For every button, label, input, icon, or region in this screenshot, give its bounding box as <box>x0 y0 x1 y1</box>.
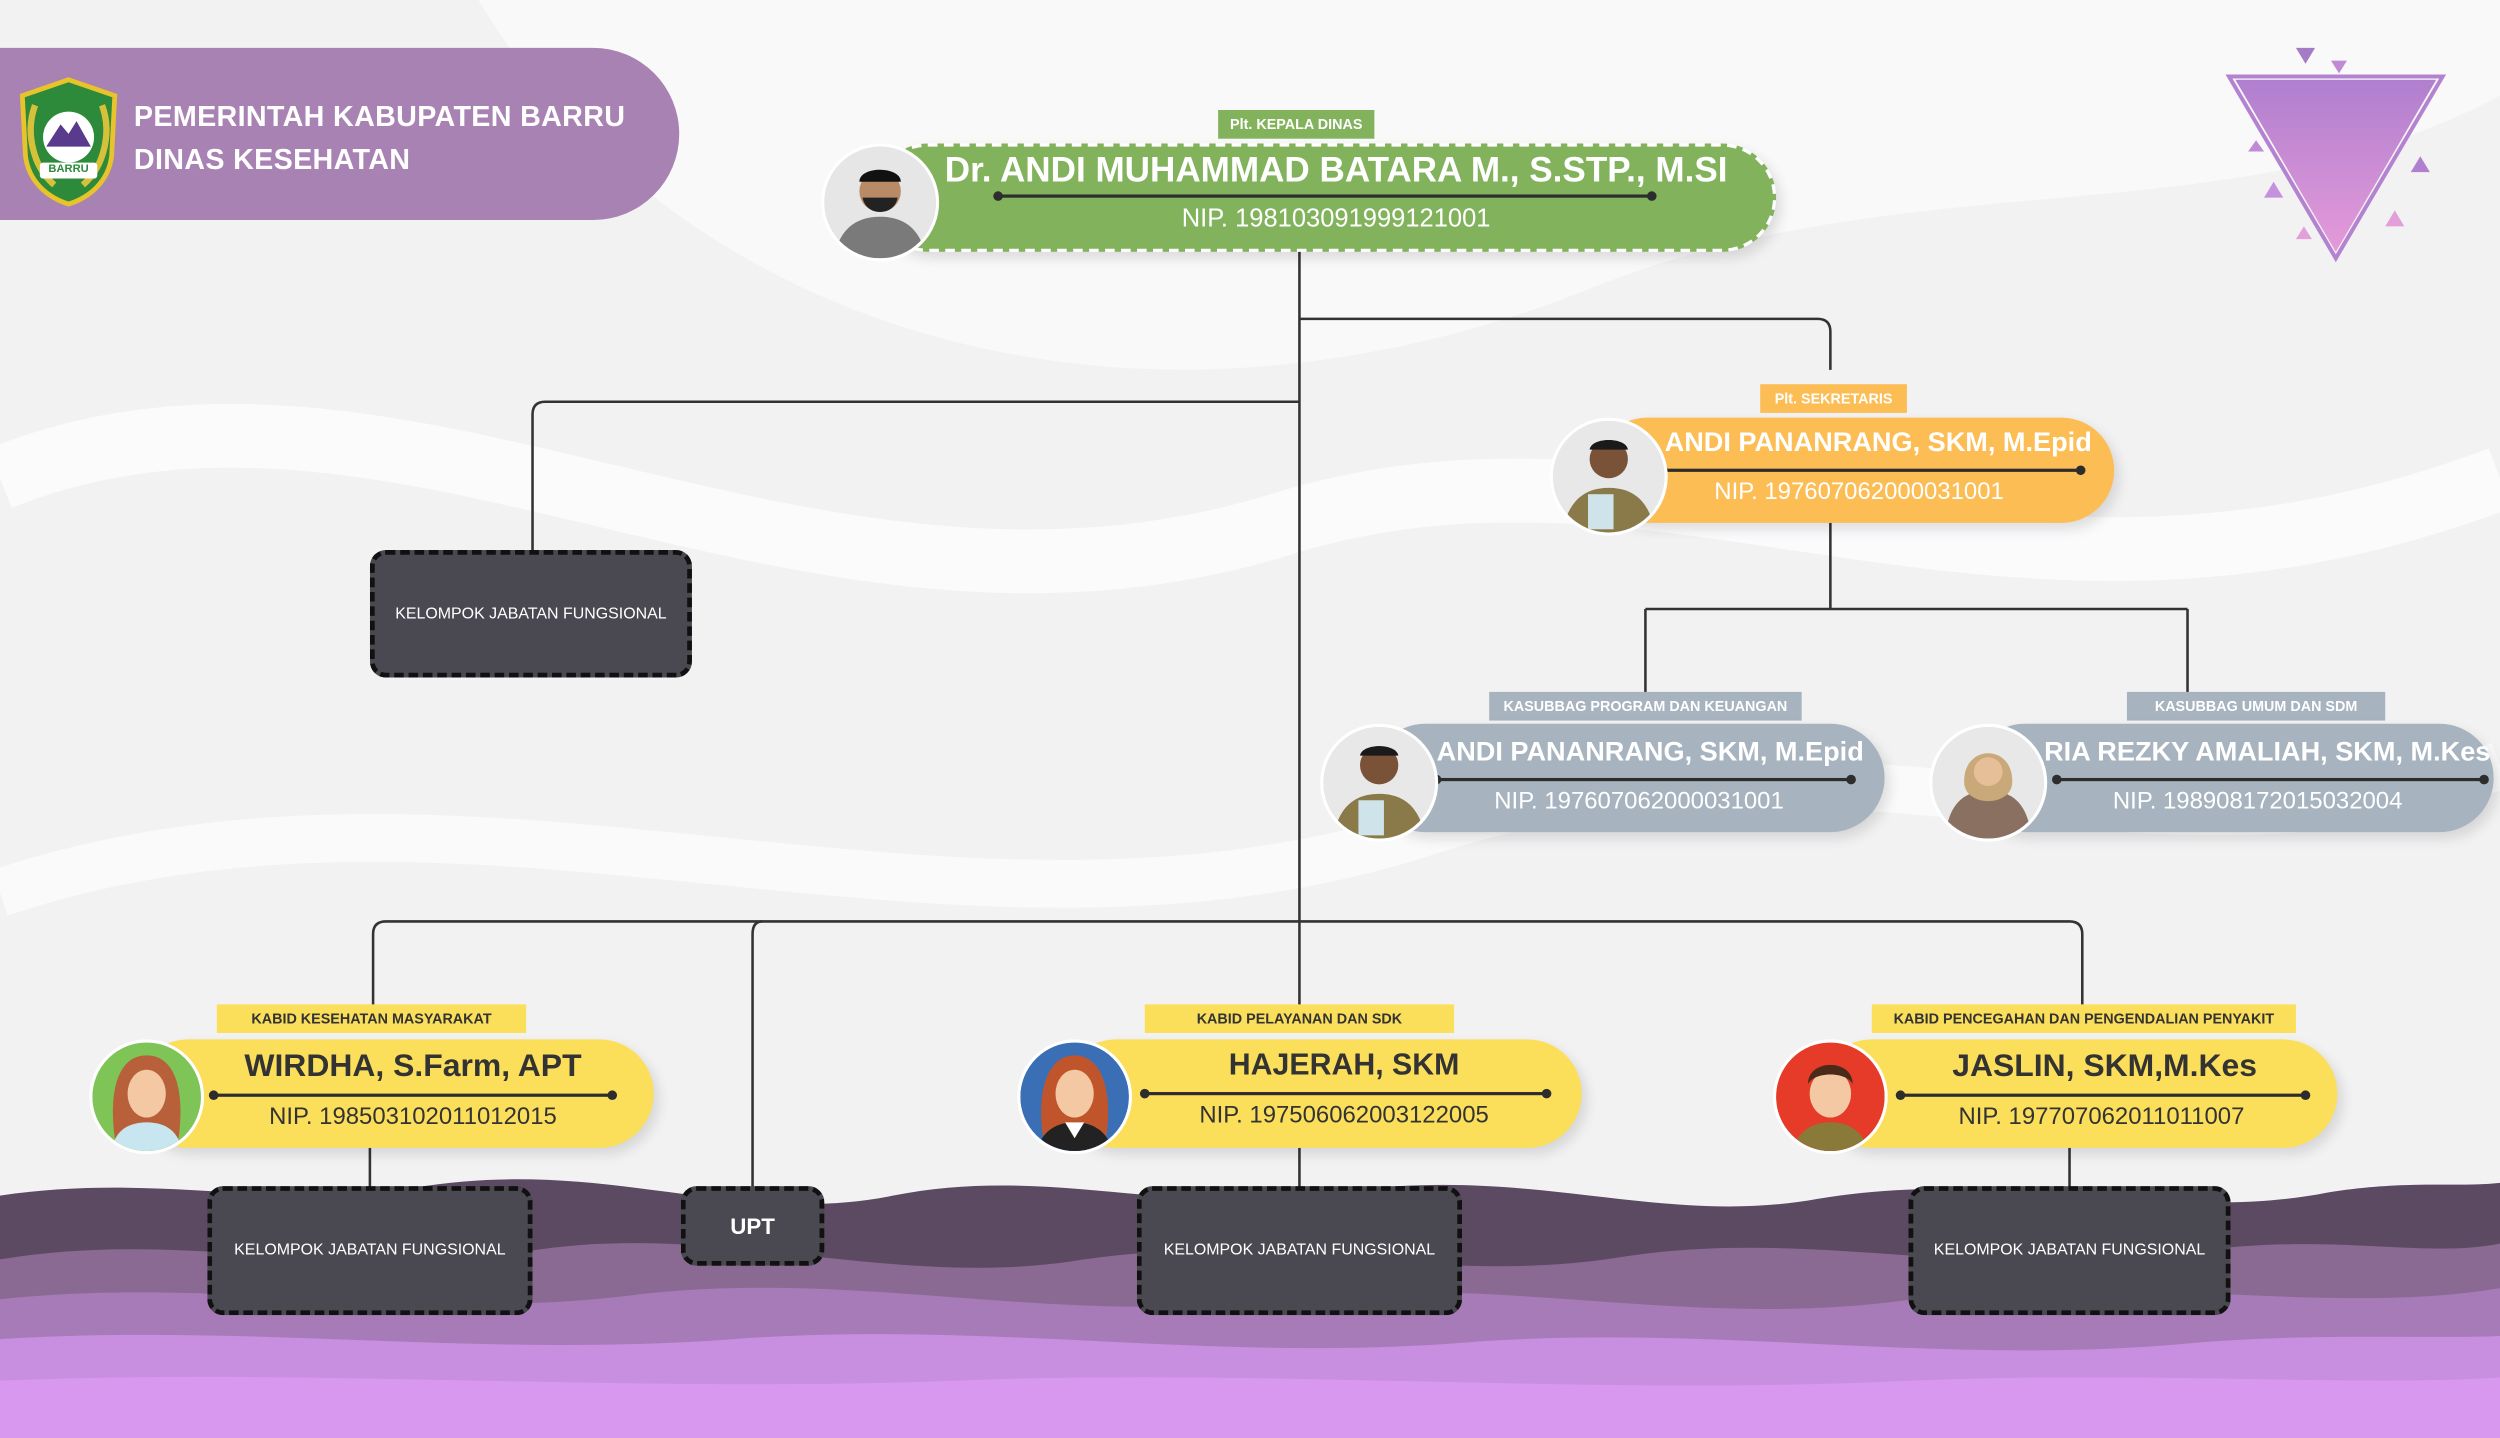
kabid-kesmas-divider <box>208 1090 618 1100</box>
fungsional-p2p-box[interactable]: KELOMPOK JABATAN FUNGSIONAL <box>1908 1186 2231 1316</box>
sekretaris-role-tag: Plt. SEKRETARIS <box>1760 384 1907 413</box>
kabid-yankes-name: HAJERAH, SKM <box>1228 1048 1460 1083</box>
kasubbag-program-divider <box>1431 774 1856 785</box>
kasubbag-program-nip: NIP. 197607062000031001 <box>1494 787 1784 815</box>
kasubbag-umum-nip: NIP. 198908172015032004 <box>2112 787 2403 815</box>
kabid-yankes-nip: NIP. 197506062003122005 <box>1199 1101 1489 1129</box>
kepala-nip: NIP. 198103091999121001 <box>1181 205 1491 233</box>
kasubbag-umum-role-tag: KASUBBAG UMUM DAN SDM <box>2126 691 2386 721</box>
kabid-kesmas-photo <box>89 1039 205 1155</box>
kabid-p2p-name: JASLIN, SKM,M.Kes <box>1952 1048 2257 1085</box>
kepala-name: Dr. ANDI MUHAMMAD BATARA M., S.STP., M.S… <box>944 149 1728 190</box>
upt-box[interactable]: UPT <box>680 1186 825 1266</box>
kasubbag-program-name: ANDI PANANRANG, SKM, M.Epid <box>1436 736 1864 767</box>
kabid-yankes-photo <box>1017 1039 1133 1155</box>
kepala-role-tag: Plt. KEPALA DINAS <box>1218 109 1375 139</box>
kasubbag-program-photo <box>1320 723 1439 842</box>
sekretaris-divider <box>1658 465 2086 476</box>
fungsional-kesmas-box[interactable]: KELOMPOK JABATAN FUNGSIONAL <box>207 1186 533 1316</box>
logo-caption: BARRU <box>48 164 89 176</box>
kabid-kesmas-role-tag: KABID KESEHATAN MASYARAKAT <box>216 1004 527 1034</box>
person-photo-icon <box>1932 726 2045 839</box>
kasubbag-umum-name: RIA REZKY AMALIAH, SKM, M.Kes <box>2044 736 2491 767</box>
fungsional-yankes-box[interactable]: KELOMPOK JABATAN FUNGSIONAL <box>1136 1186 1463 1316</box>
male-avatar-icon <box>1776 1042 1885 1152</box>
kepala-divider <box>993 191 1657 201</box>
kabid-kesmas-name: WIRDHA, S.Farm, APT <box>244 1048 582 1085</box>
sekretaris-nip: NIP. 197607062000031001 <box>1714 478 2004 506</box>
kabid-p2p-role-tag: KABID PENCEGAHAN DAN PENGENDALIAN PENYAK… <box>1871 1004 2296 1034</box>
fungsional-top-box[interactable]: KELOMPOK JABATAN FUNGSIONAL <box>369 549 692 678</box>
kepala-card[interactable] <box>873 143 1777 252</box>
kasubbag-umum-photo <box>1929 723 2048 842</box>
kabid-p2p-divider <box>1895 1090 2311 1100</box>
kabid-p2p-nip: NIP. 197707062011011007 <box>1958 1103 2245 1131</box>
sekretaris-photo <box>1549 417 1668 536</box>
barru-shield-logo-icon <box>19 77 118 207</box>
female-avatar-icon <box>1020 1042 1129 1152</box>
kasubbag-umum-divider <box>2051 774 2489 785</box>
kabid-kesmas-nip: NIP. 198503102011012015 <box>269 1103 557 1131</box>
sekretaris-name: ANDI PANANRANG, SKM, M.Epid <box>1664 427 2092 458</box>
header-banner: BARRU PEMERINTAH KABUPATEN BARRU DINAS K… <box>0 47 680 220</box>
org-title-line1: PEMERINTAH KABUPATEN BARRU <box>133 100 626 133</box>
person-photo-icon <box>824 146 936 259</box>
female-avatar-icon <box>92 1042 201 1152</box>
kabid-yankes-divider <box>1139 1088 1552 1099</box>
kabid-yankes-role-tag: KABID PELAYANAN DAN SDK <box>1144 1004 1455 1034</box>
person-photo-icon <box>1552 420 1665 533</box>
kabid-p2p-photo <box>1772 1039 1888 1155</box>
org-title-line2: DINAS KESEHATAN <box>133 143 411 176</box>
organization-title: PEMERINTAH KABUPATEN BARRU DINAS KESEHAT… <box>134 96 625 182</box>
person-photo-icon <box>1323 726 1435 839</box>
kasubbag-program-role-tag: KASUBBAG PROGRAM DAN KEUANGAN <box>1489 691 1802 721</box>
kepala-photo <box>821 143 940 262</box>
